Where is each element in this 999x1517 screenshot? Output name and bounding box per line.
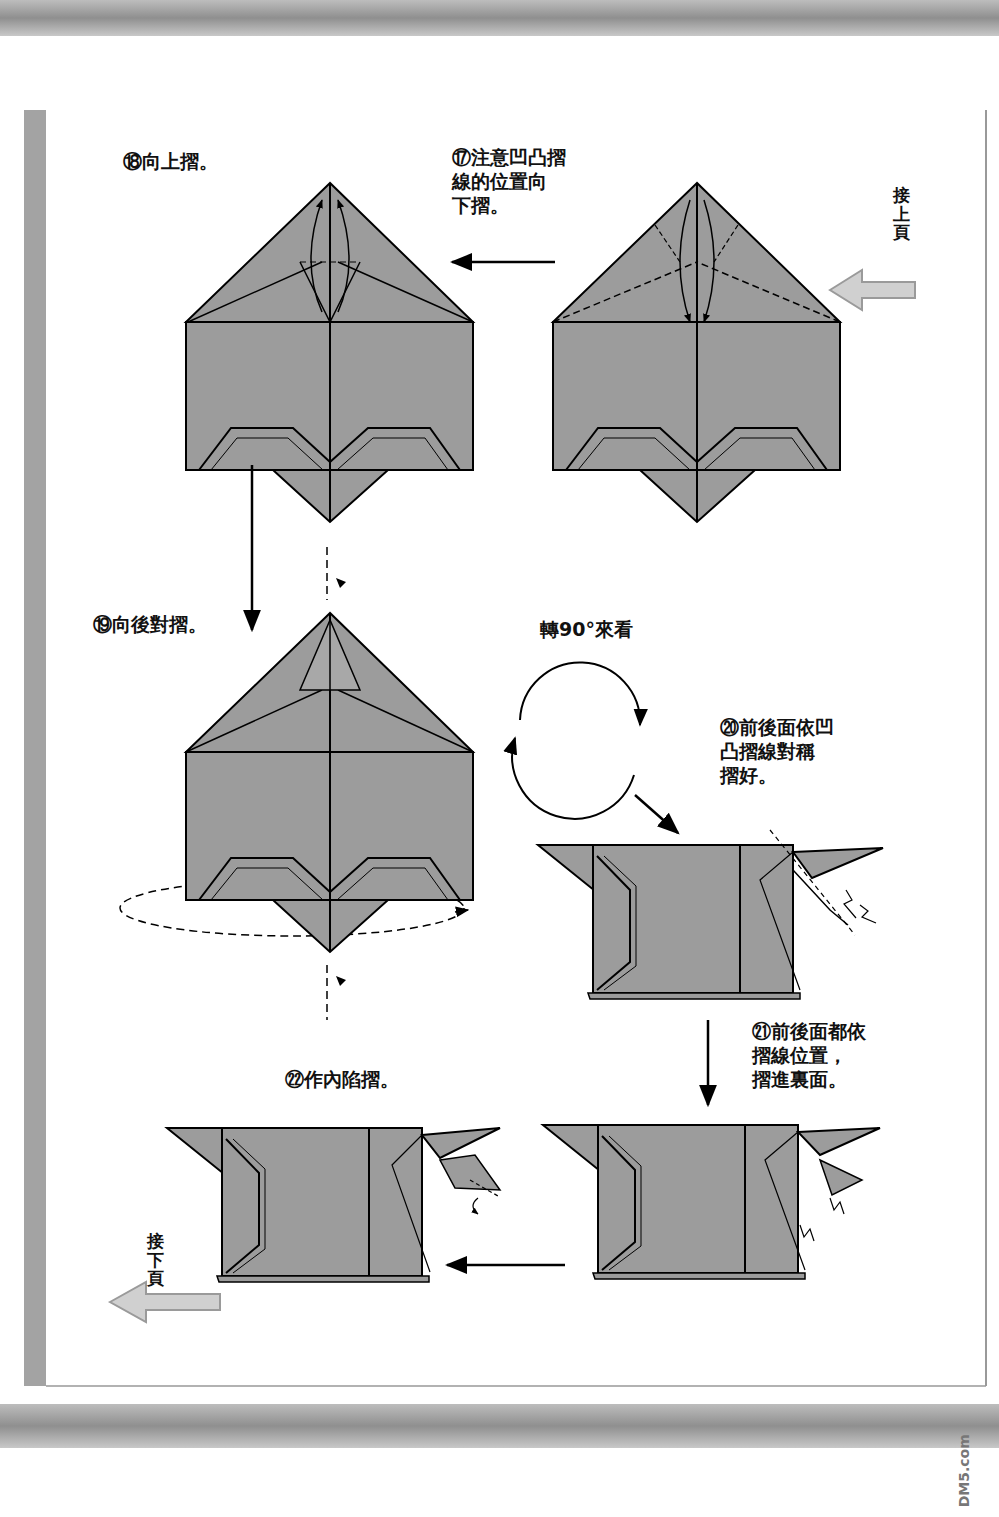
step-18-figure: [186, 183, 473, 522]
step-caption: ⑰注意凹凸摺 線的位置向 下摺。: [452, 146, 577, 217]
step-21-figure: [543, 1125, 880, 1279]
rotation-note: 轉90°來看: [540, 618, 633, 642]
page-note: 接上頁: [893, 186, 910, 242]
continued-arrow: [830, 270, 915, 310]
step-22-figure: [167, 1128, 500, 1282]
step-caption: ㉒作內陷摺。: [285, 1068, 399, 1092]
step-caption: ⑲向後對摺。: [93, 613, 207, 637]
watermark: DM5.com: [956, 1434, 974, 1507]
step-caption: ⑱向上摺。: [123, 150, 218, 174]
step-caption: ⑳前後面依凹 凸摺線對稱 摺好。: [720, 716, 845, 787]
left-bar: [24, 110, 46, 1386]
top-band: [0, 0, 999, 36]
step-caption: ㉑前後面都依 摺線位置， 摺進裏面。: [752, 1020, 877, 1091]
step-20-figure: [538, 830, 883, 999]
continue-arrow: [110, 1282, 220, 1322]
step-17-figure: [553, 183, 840, 522]
bottom-band: [0, 1404, 999, 1448]
page-note: 接下頁: [147, 1232, 164, 1288]
